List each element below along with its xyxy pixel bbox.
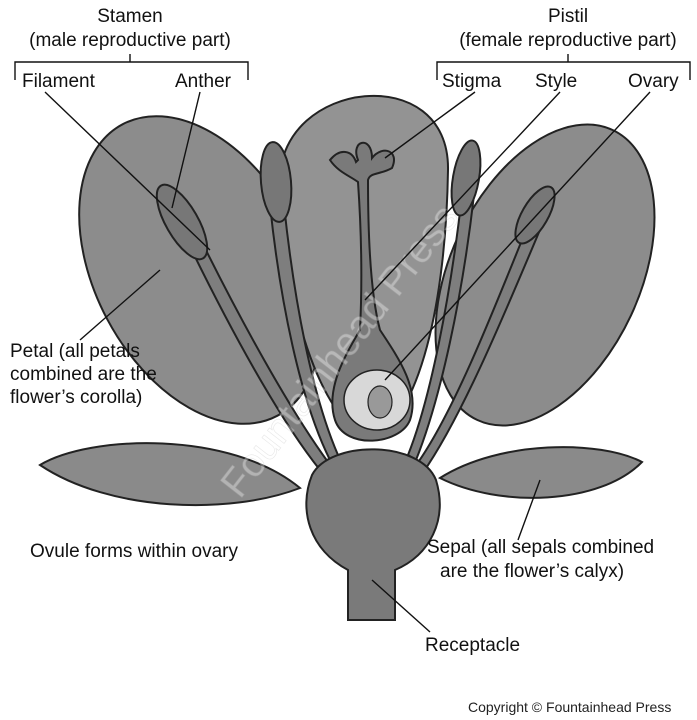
pistil-subtitle: (female reproductive part) (459, 30, 677, 51)
label-sepal-line1: Sepal (all sepals combined (427, 537, 654, 558)
label-petal-line2: combined are the (10, 364, 157, 385)
stamen-bracket (14, 54, 249, 80)
sepal-right (437, 446, 644, 499)
label-ovary: Ovary (628, 71, 679, 92)
pointer-lines (44, 91, 651, 633)
label-anther: Anther (175, 71, 232, 92)
label-sepal-line2: are the flower’s calyx) (440, 561, 624, 582)
label-petal-line1: Petal (all petals (10, 341, 140, 362)
stamen-title: Stamen (97, 6, 162, 27)
stamen-subtitle: (male reproductive part) (29, 30, 231, 51)
label-stigma: Stigma (442, 71, 502, 92)
pistil-title: Pistil (548, 6, 588, 27)
stamens (155, 139, 556, 476)
label-filament: Filament (22, 71, 96, 92)
sepal-left (38, 442, 302, 507)
copyright: Copyright © Fountainhead Press (468, 699, 671, 715)
label-receptacle: Receptacle (425, 635, 520, 656)
anther-2 (259, 141, 293, 223)
anther-1 (155, 183, 209, 261)
pistil (328, 141, 414, 442)
ovule (367, 385, 393, 419)
anther-3 (450, 139, 482, 217)
style-and-stigma (328, 141, 414, 442)
anther-4 (514, 185, 556, 245)
label-ovule: Ovule forms within ovary (30, 541, 239, 562)
label-style: Style (535, 71, 577, 92)
pistil-bracket (436, 54, 691, 80)
receptacle (305, 448, 441, 621)
label-petal-line3: flower’s corolla) (10, 387, 142, 408)
